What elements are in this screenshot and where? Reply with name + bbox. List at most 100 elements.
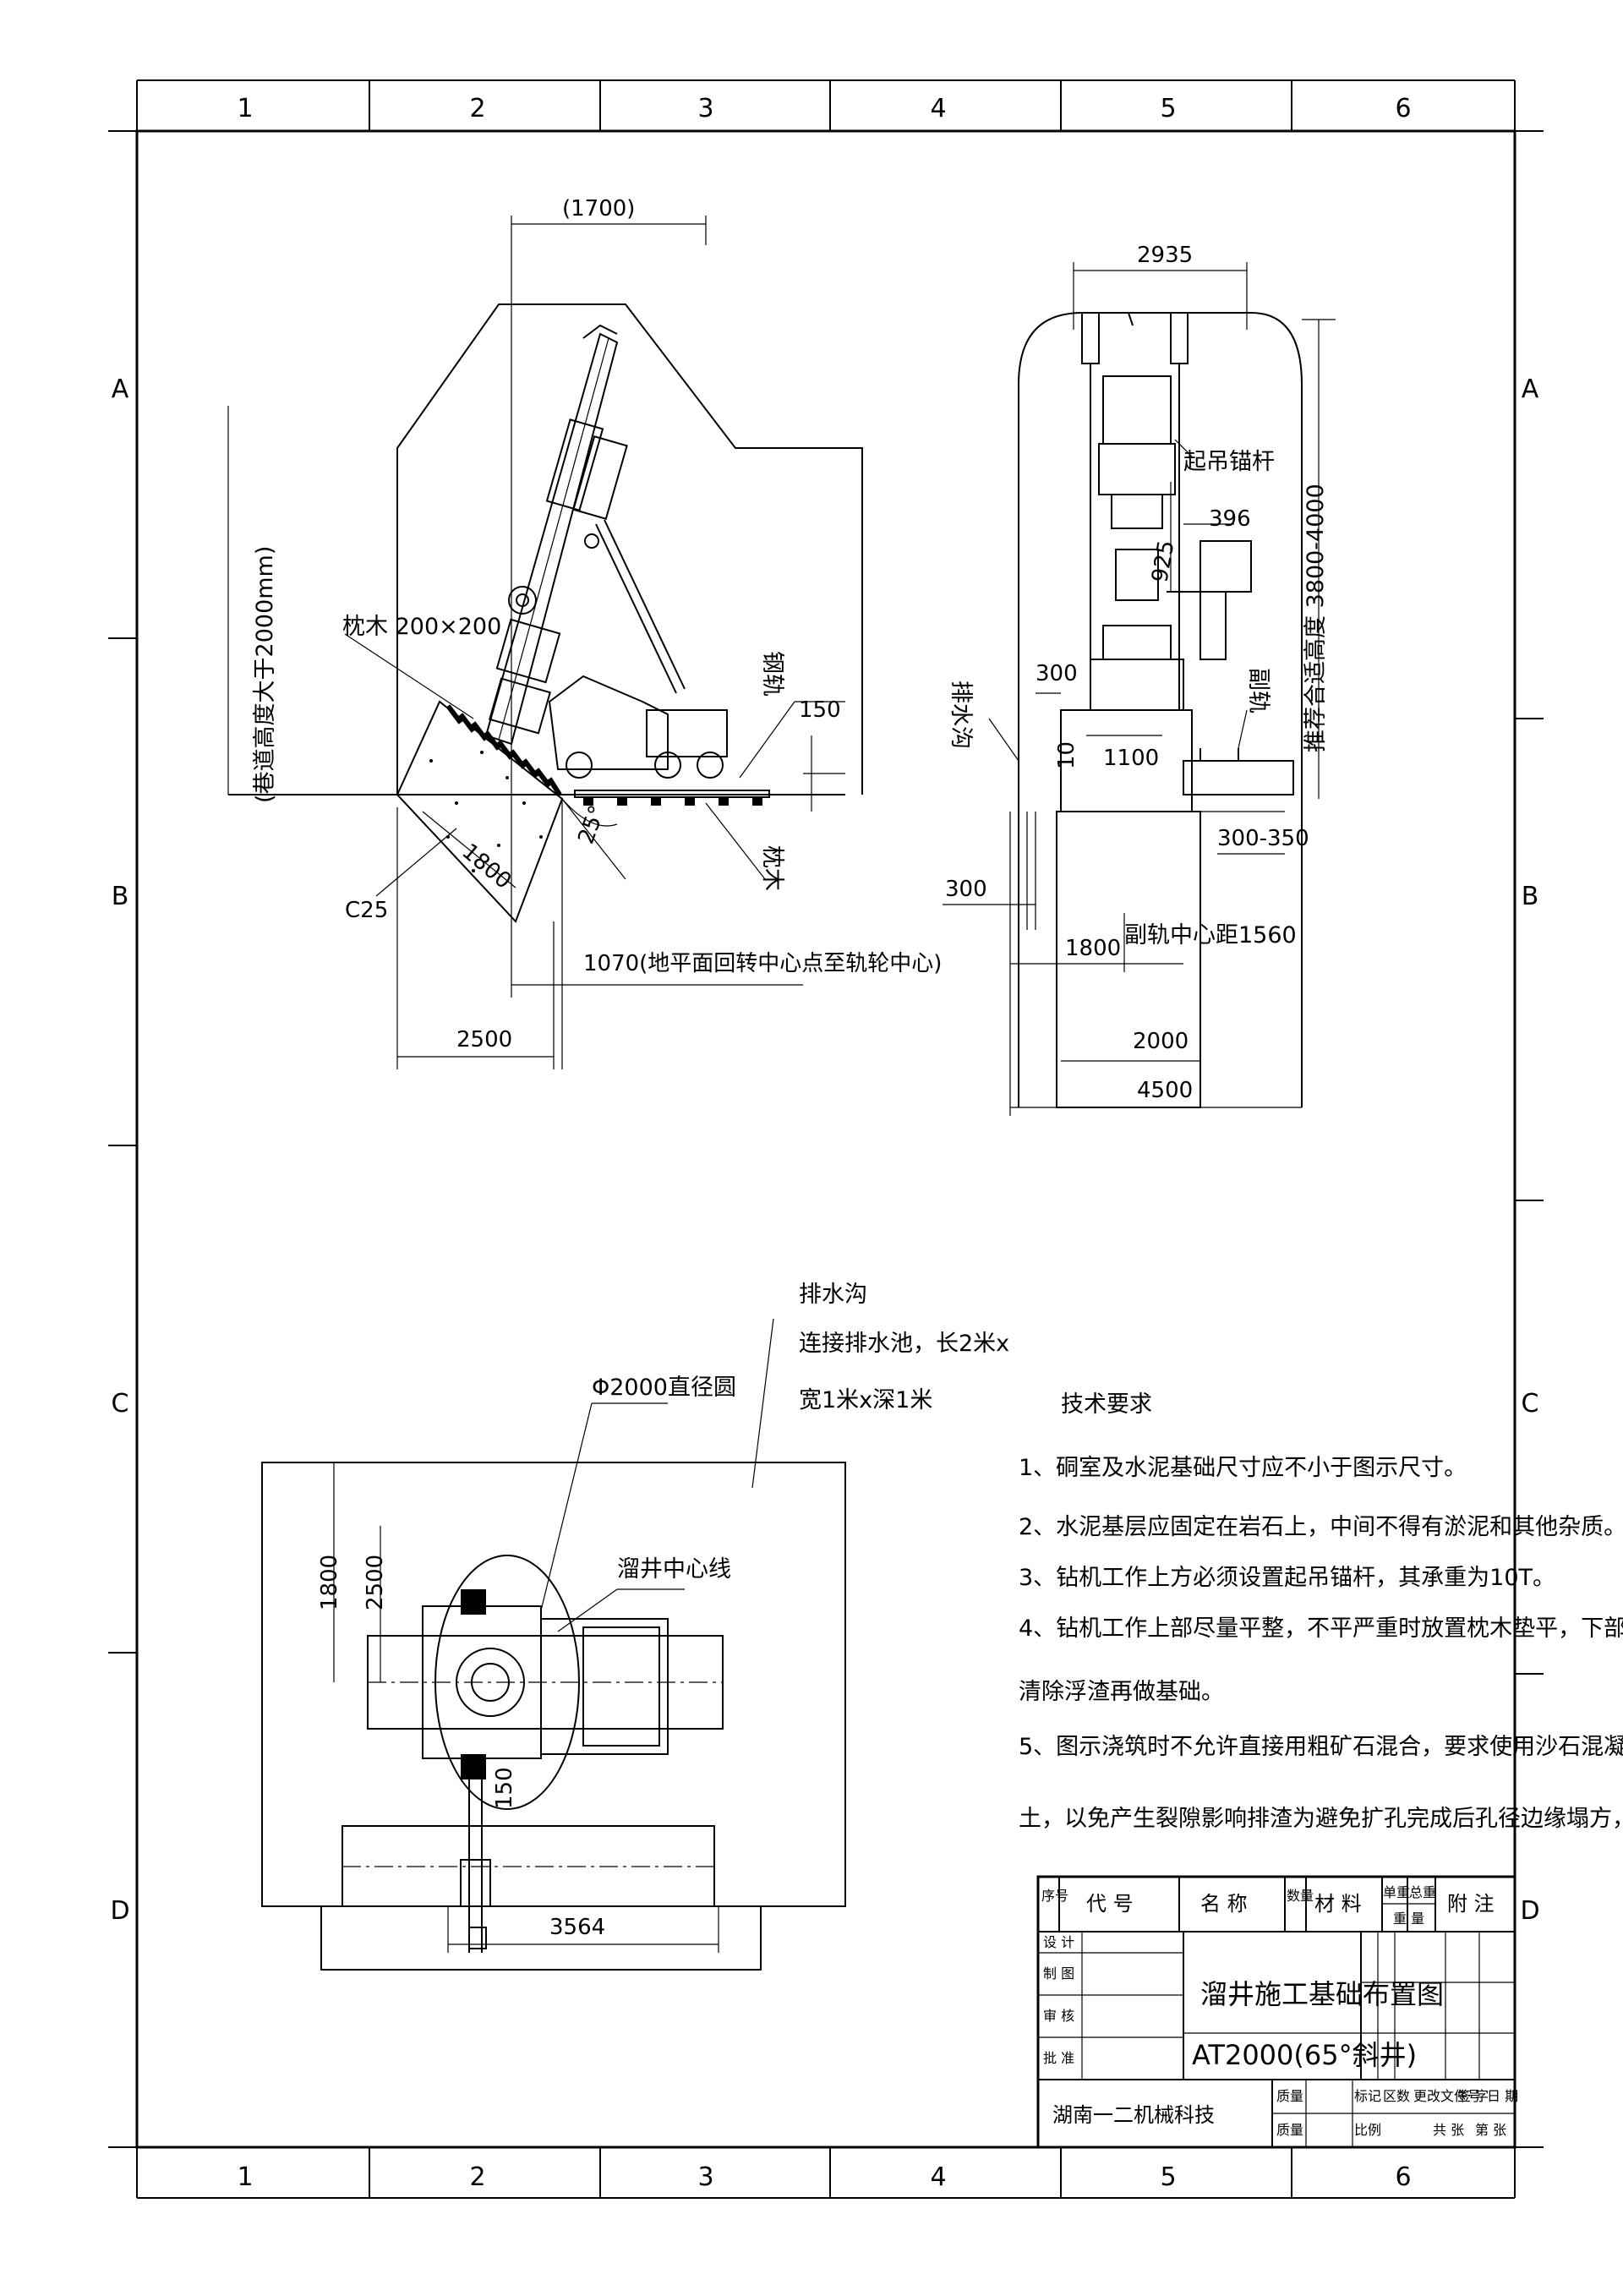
sheet-no-label: 第 张 (1475, 2122, 1506, 2138)
col-label-2: 2 (469, 94, 485, 123)
power-unit (646, 709, 728, 757)
dim-925: 925 (1147, 538, 1179, 584)
col-label-5: 5 (1160, 94, 1176, 123)
row-label-d-right: D (1520, 1896, 1539, 1926)
drawing-frame (108, 79, 1544, 2199)
col-label-4: 4 (930, 94, 946, 123)
zone-labels: 1 2 3 4 5 6 1 2 3 4 5 6 A B C D A B C D (110, 94, 1539, 2192)
rail-label: 钢轨 (759, 651, 785, 697)
zone-count-label: 区数 (1383, 2088, 1410, 2104)
role-review: 审 核 (1043, 2008, 1074, 2024)
dim-300-top: 300 (1036, 661, 1078, 686)
sleeper-label: 枕木 (759, 845, 785, 891)
role-approve: 批 准 (1043, 2050, 1074, 2066)
track-wheel-3 (697, 752, 724, 779)
chamber-outline (261, 1462, 846, 1971)
note-4-cont: 清除浮渣再做基础。 (1019, 1679, 1224, 1705)
drill-chassis (548, 675, 669, 770)
circle-label: Φ2000直径圆 (592, 1375, 736, 1401)
dim-1800-front: 1800 (1065, 936, 1121, 961)
dim-1800-plan: 1800 (317, 1555, 342, 1610)
height-range: 推荐合适高度 3800-4000 (1303, 484, 1329, 752)
hdr-unit-weight: 单重 (1383, 1884, 1410, 1900)
rotary-head (545, 418, 604, 511)
plan-drain-title: 排水沟 (799, 1282, 867, 1308)
dim-396: 396 (1209, 506, 1251, 532)
hdr-qty: 数量 (1287, 1888, 1314, 1904)
angle-25: 25° (573, 802, 610, 848)
row-label-d: D (110, 1896, 129, 1926)
rail-base (1183, 760, 1294, 795)
total-sheets-label: 共 张 (1433, 2122, 1464, 2138)
mass-label-2: 质量 (1276, 2122, 1303, 2138)
dim-300-left: 300 (945, 877, 987, 902)
dim-150-plan: 150 (492, 1767, 517, 1809)
row-label-b-right: B (1522, 882, 1539, 911)
side-view: (1700) (巷道高度大于2000mm) 枕木 200×200 钢轨 150 … (227, 196, 942, 1069)
plan-view: Φ2000直径圆 溜井中心线 排水沟 连接排水池，长2米x 宽1米x深1米 18… (261, 1282, 1009, 1971)
dim-2935: 2935 (1137, 243, 1193, 268)
anchor-label: 起吊锚杆 (1183, 449, 1275, 475)
centerline-label: 溜井中心线 (617, 1556, 731, 1583)
dim-1800-side: 1800 (457, 839, 516, 894)
dim-1700: (1700) (562, 196, 635, 221)
role-design: 设 计 (1043, 1934, 1074, 1950)
hdr-name: 名 称 (1200, 1892, 1248, 1916)
change-doc-label: 更改文件号 (1413, 2088, 1481, 2104)
track-wheel-2 (654, 752, 681, 779)
plan-drain-detail-1: 连接排水池，长2米x (799, 1331, 1009, 1357)
drawing-model: AT2000(65°斜井) (1192, 2039, 1417, 2071)
plan-drain-detail-2: 宽1米x深1米 (799, 1387, 932, 1413)
mark-label: 标记 (1354, 2088, 1381, 2104)
hdr-total-weight: 总重 (1409, 1884, 1436, 1900)
note-1: 1、硐室及水泥基础尺寸应不小于图示尺寸。 (1019, 1455, 1467, 1481)
note-5-cont: 土，以免产生裂隙影响排渣为避免扩孔完成后孔径边缘塌方， (1019, 1806, 1623, 1832)
hdr-seq: 序号 (1041, 1888, 1068, 1904)
row-label-b: B (112, 882, 129, 911)
gear-wheel-icon (508, 586, 537, 615)
dim-1070: 1070(地平面回转中心点至轨轮中心) (583, 951, 942, 976)
note-4: 4、钻机工作上部尽量平整，不平严重时放置枕木垫平，下部 (1019, 1615, 1623, 1642)
timber-label: 枕木 200×200 (342, 614, 501, 640)
row-label-a: A (112, 374, 129, 404)
concrete-speckle (429, 751, 543, 872)
tunnel-height-note: (巷道高度大于2000mm) (252, 546, 278, 803)
title-block: 序号 代 号 名 称 数量 材 料 单重 总重 重 量 附 注 设 计 制 图 … (1036, 1875, 1518, 2149)
drill-base-frame (1090, 659, 1184, 711)
row-label-c: C (112, 1389, 129, 1419)
drill-rod (1115, 549, 1159, 601)
dim-150: 150 (799, 697, 841, 723)
dim-300-350: 300-350 (1217, 826, 1309, 851)
hdr-weight: 重 量 (1393, 1911, 1424, 1927)
role-draft: 制 图 (1043, 1965, 1074, 1982)
dim-2500-side: 2500 (456, 1027, 512, 1052)
drill-mast (484, 332, 619, 746)
row-label-a-right: A (1522, 374, 1539, 404)
dim-2000-front: 2000 (1133, 1029, 1189, 1054)
front-rail-label: 副轨 (1245, 668, 1271, 713)
front-view: 起吊锚杆 396 925 2935 推荐合适高度 3800-4000 副轨 排水… (943, 243, 1336, 1116)
company-name: 湖南一二机械科技 (1052, 2103, 1215, 2127)
hdr-remark: 附 注 (1447, 1892, 1495, 1916)
mass-label: 质量 (1276, 2088, 1303, 2104)
scale-label: 比例 (1354, 2122, 1381, 2138)
col-label-2-bottom: 2 (469, 2162, 485, 2192)
drill-head-top (1102, 375, 1172, 445)
dim-2500-plan: 2500 (363, 1555, 388, 1610)
date-label: 日 期 (1487, 2088, 1518, 2104)
diameter-circle (434, 1555, 580, 1810)
rail-center-distance: 副轨中心距1560 (1124, 922, 1297, 948)
note-2: 2、水泥基层应固定在岩石上，中间不得有淤泥和其他杂质。 (1019, 1514, 1623, 1540)
dim-10: 10 (1054, 741, 1079, 769)
hdr-code: 代 号 (1086, 1892, 1134, 1916)
row-label-c-right: C (1522, 1389, 1539, 1419)
tunnel-outline (228, 303, 863, 795)
drawing-title: 溜井施工基础布置图 (1200, 1978, 1444, 2010)
dim-3564: 3564 (549, 1915, 605, 1940)
notes-title: 技术要求 (1061, 1391, 1152, 1418)
concrete-grade: C25 (345, 898, 388, 923)
rail-sleepers (574, 790, 770, 806)
col-label-4-bottom: 4 (930, 2162, 946, 2192)
hdr-material: 材 料 (1314, 1892, 1362, 1916)
